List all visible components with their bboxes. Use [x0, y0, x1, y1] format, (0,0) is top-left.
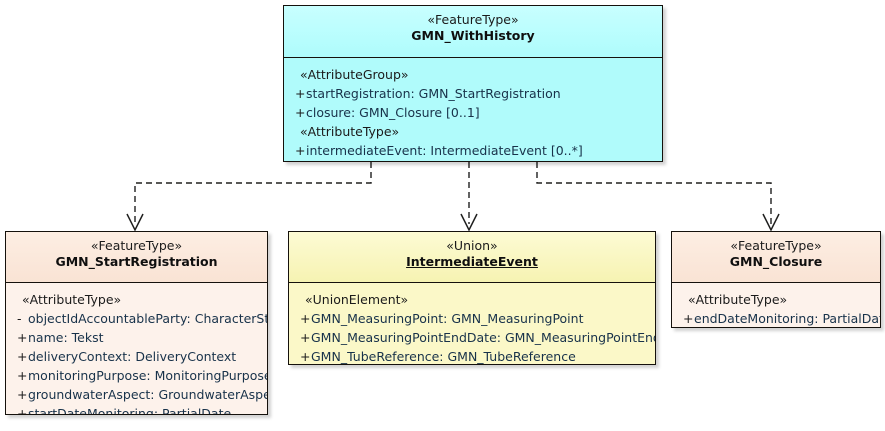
attribute-text: startDateMonitoring: PartialDate: [28, 406, 232, 415]
attribute-visibility: +: [295, 105, 306, 120]
attribute-visibility: +: [300, 330, 311, 345]
attribute-visibility: +: [17, 368, 28, 383]
compartment-group-label: «AttributeType»: [22, 292, 122, 307]
class-box-gmn-closure[interactable]: «FeatureType» GMN_Closure «AttributeType…: [671, 231, 881, 328]
attribute-text: intermediateEvent: IntermediateEvent [0.…: [306, 143, 583, 158]
connector-line-start-registration: [134, 162, 372, 224]
class-stereotype: «FeatureType»: [90, 238, 183, 253]
attribute-text: GMN_TubeReference: GMN_TubeReference: [311, 349, 576, 364]
class-header-gmn-closure: «FeatureType» GMN_Closure: [672, 232, 880, 283]
attribute-visibility: +: [683, 311, 694, 326]
attribute-row[interactable]: + GMN_MeasuringPoint: GMN_MeasuringPoint: [289, 309, 655, 328]
attribute-row[interactable]: + GMN_MeasuringPointEndDate: GMN_Measuri…: [289, 328, 655, 347]
attribute-text: groundwaterAspect: GroundwaterAspect: [28, 387, 268, 402]
compartment-group-label: «UnionElement»: [305, 292, 409, 307]
attribute-text: GMN_MeasuringPointEndDate: GMN_Measuring…: [311, 330, 656, 345]
attribute-visibility: +: [17, 349, 28, 364]
attribute-row[interactable]: + groundwaterAspect: GroundwaterAspect: [6, 385, 267, 404]
class-stereotype: «FeatureType»: [427, 12, 519, 27]
class-box-gmn-withhistory[interactable]: «FeatureType» GMN_WithHistory «Attribute…: [283, 5, 663, 162]
class-header-gmn-withhistory: «FeatureType» GMN_WithHistory: [284, 6, 662, 58]
attribute-row[interactable]: + startDateMonitoring: PartialDate: [6, 404, 267, 415]
class-body-gmn-withhistory: «AttributeGroup» + startRegistration: GM…: [284, 58, 662, 161]
connector-line-closure: [536, 162, 772, 224]
attribute-text: name: Tekst: [28, 330, 104, 345]
class-header-gmn-startregistration: «FeatureType» GMN_StartRegistration: [6, 232, 267, 283]
attribute-visibility: +: [17, 387, 28, 402]
class-box-gmn-startregistration[interactable]: «FeatureType» GMN_StartRegistration «Att…: [5, 231, 268, 415]
attribute-text: closure: GMN_Closure [0..1]: [306, 105, 480, 120]
attribute-row[interactable]: - objectIdAccountableParty: CharacterStr…: [6, 309, 267, 328]
attribute-text: deliveryContext: DeliveryContext: [28, 349, 237, 364]
class-title: GMN_Closure: [729, 254, 823, 270]
class-body-gmn-closure: «AttributeType» + endDateMonitoring: Par…: [672, 283, 881, 327]
attribute-visibility: +: [300, 311, 311, 326]
attribute-visibility: +: [295, 143, 306, 158]
arrowhead-intermediate-event: [460, 213, 478, 232]
attribute-row[interactable]: + intermediateEvent: IntermediateEvent […: [284, 141, 662, 160]
attribute-row[interactable]: + deliveryContext: DeliveryContext: [6, 347, 267, 366]
attribute-visibility: -: [17, 311, 22, 326]
attribute-text: endDateMonitoring: PartialDate: [694, 311, 881, 326]
attribute-text: objectIdAccountableParty: CharacterStrin…: [28, 311, 268, 326]
attribute-visibility: +: [17, 330, 28, 345]
class-body-gmn-startregistration: «AttributeType» - objectIdAccountablePar…: [6, 283, 267, 415]
class-title: GMN_StartRegistration: [55, 254, 218, 270]
class-body-intermediateevent: «UnionElement» + GMN_MeasuringPoint: GMN…: [289, 283, 655, 364]
attribute-text: monitoringPurpose: MonitoringPurpose: [28, 368, 268, 383]
class-header-intermediateevent: «Union» IntermediateEvent: [289, 232, 655, 283]
class-stereotype: «Union»: [446, 238, 498, 253]
arrowhead-start-registration: [126, 213, 144, 232]
attribute-row[interactable]: + endDateMonitoring: PartialDate: [672, 309, 881, 327]
attribute-visibility: +: [300, 349, 311, 364]
compartment-group-label: «AttributeType»: [300, 124, 400, 139]
arrowhead-closure: [762, 213, 780, 232]
attribute-row[interactable]: + closure: GMN_Closure [0..1]: [284, 103, 662, 122]
compartment-group-label: «AttributeType»: [688, 292, 788, 307]
class-box-intermediateevent[interactable]: «Union» IntermediateEvent «UnionElement»…: [288, 231, 656, 365]
attribute-row[interactable]: + startRegistration: GMN_StartRegistrati…: [284, 84, 662, 103]
attribute-visibility: +: [295, 86, 306, 101]
class-title: IntermediateEvent: [406, 254, 538, 270]
compartment-group-label: «AttributeGroup»: [300, 67, 409, 82]
attribute-text: GMN_MeasuringPoint: GMN_MeasuringPoint: [311, 311, 584, 326]
class-title: GMN_WithHistory: [411, 28, 535, 44]
class-stereotype: «FeatureType»: [730, 238, 822, 253]
attribute-row[interactable]: + name: Tekst: [6, 328, 267, 347]
attribute-row[interactable]: + monitoringPurpose: MonitoringPurpose: [6, 366, 267, 385]
attribute-text: startRegistration: GMN_StartRegistration: [306, 86, 561, 101]
attribute-visibility: +: [17, 406, 28, 415]
attribute-row[interactable]: + GMN_TubeReference: GMN_TubeReference: [289, 347, 655, 364]
